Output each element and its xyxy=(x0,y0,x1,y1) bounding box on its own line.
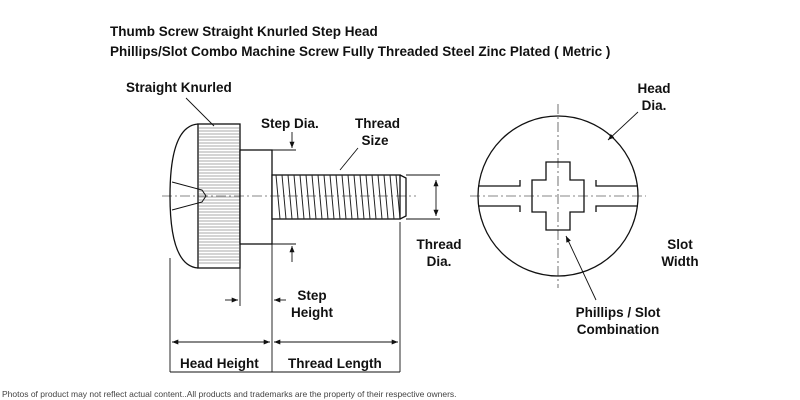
title-line-2: Phillips/Slot Combo Machine Screw Fully … xyxy=(110,44,611,59)
label-thread-size-line1: Thread xyxy=(355,116,401,131)
thread-shank xyxy=(271,174,401,220)
label-phillips-slot-line2: Combination xyxy=(576,322,660,337)
knurl-texture xyxy=(198,127,240,264)
label-head-height: Head Height xyxy=(180,356,259,371)
side-view xyxy=(162,123,416,269)
label-thread-length: Thread Length xyxy=(288,356,382,371)
end-dimensions xyxy=(565,111,639,301)
label-head-dia-line2: Dia. xyxy=(641,98,667,113)
side-dimensions xyxy=(169,97,440,373)
label-thread-dia-line1: Thread xyxy=(416,237,462,252)
end-view xyxy=(470,104,646,288)
label-slot-width: Slot Width xyxy=(656,236,704,270)
step xyxy=(239,149,273,245)
thread-texture xyxy=(275,174,401,220)
label-thread-size: Thread Size xyxy=(355,115,401,149)
label-step-height-line2: Height xyxy=(291,305,333,320)
label-straight-knurled: Straight Knurled xyxy=(126,80,232,95)
label-phillips-slot: Phillips / Slot Combination xyxy=(562,304,674,338)
label-thread-dia: Thread Dia. xyxy=(412,236,466,270)
label-head-dia-line1: Head xyxy=(637,81,671,96)
label-step-height: Step Height xyxy=(289,287,335,321)
label-step-dia: Step Dia. xyxy=(261,116,319,131)
footer-disclaimer: Photos of product may not reflect actual… xyxy=(2,389,457,399)
title-line-1: Thumb Screw Straight Knurled Step Head xyxy=(110,24,378,39)
label-slot-width-line1: Slot xyxy=(667,237,693,252)
slot xyxy=(478,180,638,212)
label-slot-width-line2: Width xyxy=(661,254,699,269)
label-phillips-slot-line1: Phillips / Slot xyxy=(575,305,661,320)
label-step-height-line1: Step xyxy=(297,288,327,303)
label-thread-size-line2: Size xyxy=(361,133,389,148)
label-thread-dia-line2: Dia. xyxy=(426,254,452,269)
label-head-dia: Head Dia. xyxy=(632,80,676,114)
thread-tip xyxy=(399,174,407,220)
